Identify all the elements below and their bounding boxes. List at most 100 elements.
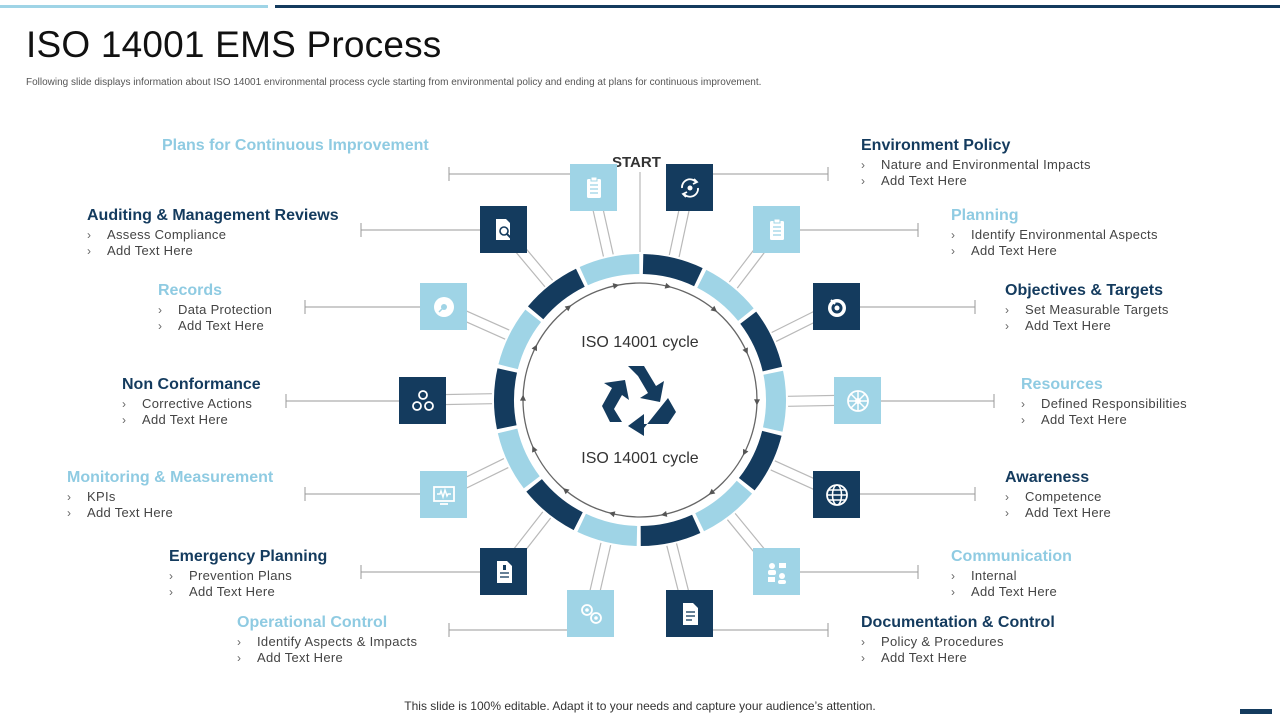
step-title: Auditing & Management Reviews — [87, 207, 339, 224]
bullet: ›Identify Environmental Aspects — [951, 227, 1158, 242]
clipboard-icon — [753, 206, 800, 253]
cycle-arrowhead — [664, 282, 672, 289]
step-objectives-targets: Objectives & Targets ›Set Measurable Tar… — [1005, 282, 1169, 334]
step-title: Resources — [1021, 376, 1103, 393]
ring-segment — [579, 254, 640, 286]
bullet: ›Add Text Here — [1005, 505, 1112, 520]
ring-segment — [577, 513, 638, 546]
emergency-document-icon — [480, 548, 527, 595]
step-plans-improvement: Plans for Continuous Improvement — [162, 137, 429, 155]
cycle-arrowhead — [710, 305, 718, 312]
recycle-arrows-icon — [666, 164, 713, 211]
cycle-arrowhead — [754, 399, 761, 406]
step-records: Records ›Data Protection ›Add Text Here — [158, 282, 272, 334]
bullet: ›Competence — [1005, 489, 1102, 504]
bullet: ›Add Text Here — [861, 650, 968, 665]
bullet: ›Corrective Actions — [122, 396, 253, 411]
ring-segment — [642, 254, 703, 287]
checklist-icon — [570, 164, 617, 211]
step-operational-control: Operational Control ›Identify Aspects & … — [237, 614, 417, 666]
step-title: Objectives & Targets — [1005, 282, 1163, 299]
step-resources: Resources ›Defined Responsibilities ›Add… — [1021, 376, 1187, 428]
bullet: ›Data Protection — [158, 302, 273, 317]
ring-segment — [498, 309, 542, 370]
people-exchange-icon — [753, 548, 800, 595]
start-label: START — [612, 154, 661, 171]
bullet: ›Policy & Procedures — [861, 634, 1004, 649]
globe-icon — [813, 471, 860, 518]
ring-segment — [738, 430, 782, 491]
cycle-ring — [494, 254, 786, 546]
top-accent-bar-light — [0, 5, 268, 8]
ring-segment — [740, 311, 783, 372]
ring-segment — [497, 428, 540, 489]
cycle-arrowhead — [708, 488, 716, 495]
step-monitoring-measurement: Monitoring & Measurement ›KPIs ›Add Text… — [67, 469, 273, 521]
bullet: ›Identify Aspects & Impacts — [237, 634, 418, 649]
bullet: ›Add Text Here — [861, 173, 968, 188]
cycle-arrowhead — [519, 394, 526, 401]
bullet: ›Add Text Here — [67, 505, 174, 520]
cycle-arrowhead — [564, 305, 572, 312]
cycle-arrowhead — [531, 344, 537, 352]
cycle-arrowhead — [743, 448, 749, 456]
recycle-icon — [602, 366, 676, 436]
step-title: Non Conformance — [122, 376, 261, 393]
ring-segment — [697, 269, 754, 321]
bullet: ›Defined Responsibilities — [1021, 396, 1187, 411]
step-title: Emergency Planning — [169, 548, 328, 565]
bullet: ›Prevention Plans — [169, 568, 293, 583]
document-icon — [666, 590, 713, 637]
monitor-waveform-icon — [420, 471, 467, 518]
disc-icon — [420, 283, 467, 330]
gears-people-icon — [567, 590, 614, 637]
step-title: Environment Policy — [861, 137, 1011, 154]
step-emergency-planning: Emergency Planning ›Prevention Plans ›Ad… — [169, 548, 327, 600]
ring-segment — [640, 514, 701, 546]
step-title: Plans for Continuous Improvement — [162, 137, 429, 154]
bullet: ›Nature and Environmental Impacts — [861, 157, 1091, 172]
step-title: Operational Control — [237, 614, 388, 631]
circles-icon — [399, 377, 446, 424]
ring-segment — [526, 479, 583, 531]
center-label-top: ISO 14001 cycle — [581, 334, 699, 351]
ring-segment — [762, 370, 786, 432]
bullet: ›Add Text Here — [122, 412, 229, 427]
page-title: ISO 14001 EMS Process — [26, 24, 442, 65]
cycle-arrowhead — [608, 511, 616, 518]
step-title: Records — [158, 282, 223, 299]
cycle-arrowhead — [660, 511, 668, 517]
ring-segment — [527, 268, 585, 320]
page-subtitle: Following slide displays information abo… — [26, 77, 762, 88]
step-title: Communication — [951, 548, 1072, 565]
cycle-arrowhead — [742, 347, 748, 355]
step-auditing-reviews: Auditing & Management Reviews ›Assess Co… — [87, 207, 339, 259]
step-environment-policy: Environment Policy ›Nature and Environme… — [861, 137, 1091, 189]
step-awareness: Awareness ›Competence ›Add Text Here — [1005, 469, 1111, 521]
target-icon — [813, 283, 860, 330]
ring-segment — [494, 368, 518, 430]
bullet: ›KPIs — [67, 489, 116, 504]
bullet: ›Assess Compliance — [87, 227, 227, 242]
center-label-bottom: ISO 14001 cycle — [581, 450, 699, 467]
cycle-arrowhead — [532, 445, 538, 453]
step-title: Documentation & Control — [861, 614, 1055, 631]
bullet: ›Add Text Here — [158, 318, 265, 333]
bullet: ›Add Text Here — [237, 650, 344, 665]
cycle-arrowhead — [612, 283, 620, 289]
audit-search-icon — [480, 206, 527, 253]
step-title: Planning — [951, 207, 1019, 224]
text-guide-lines — [285, 167, 995, 637]
bullet: ›Set Measurable Targets — [1005, 302, 1169, 317]
step-title: Monitoring & Measurement — [67, 469, 274, 486]
step-non-conformance: Non Conformance ›Corrective Actions ›Add… — [122, 376, 261, 428]
corner-accent-mark — [1240, 709, 1272, 714]
ring-segment — [695, 480, 753, 532]
step-planning: Planning ›Identify Environmental Aspects… — [951, 207, 1158, 259]
step-communication: Communication ›Internal ›Add Text Here — [951, 548, 1072, 600]
bullet: ›Add Text Here — [1005, 318, 1112, 333]
inner-cycle-arrows — [519, 282, 761, 518]
bullet: ›Add Text Here — [87, 243, 194, 258]
network-icon — [834, 377, 881, 424]
